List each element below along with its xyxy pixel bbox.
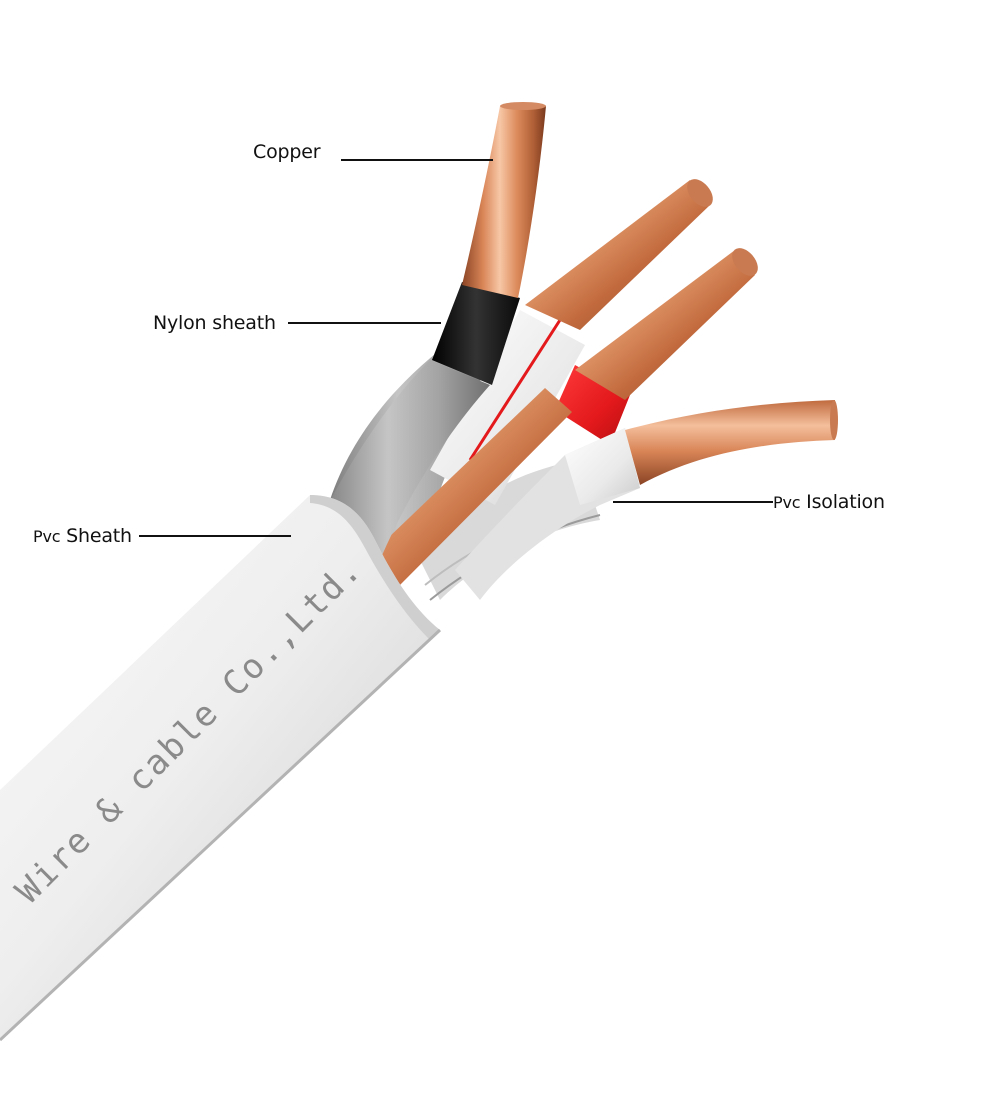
pvc-outer-sheath: Wire & cable Co.,Ltd. — [0, 495, 442, 1042]
label-nylon-text: Nylon sheath — [153, 312, 276, 334]
label-pvc-isolation-prefix: Pvc — [773, 493, 801, 512]
white-isolation-core — [455, 400, 838, 600]
red-core — [555, 248, 758, 445]
label-copper: Copper — [253, 141, 321, 163]
white-red-stripe-core — [430, 179, 713, 505]
label-copper-text: Copper — [253, 141, 321, 163]
bare-copper-ground — [365, 388, 572, 590]
black-nylon-core — [320, 102, 546, 560]
label-pvc-isolation: Pvc Isolation — [773, 491, 885, 514]
leader-line-pvc-isolation — [613, 501, 773, 503]
label-pvc-sheath-prefix: Pvc — [33, 527, 61, 546]
label-pvc-isolation-text: Isolation — [806, 491, 885, 513]
leader-line-pvc-sheath — [139, 535, 291, 537]
label-nylon-sheath: Nylon sheath — [153, 312, 276, 334]
label-pvc-sheath: Pvc Sheath — [33, 525, 132, 548]
leader-line-nylon — [288, 322, 441, 324]
leader-line-copper — [341, 159, 493, 161]
label-pvc-sheath-text: Sheath — [66, 525, 132, 547]
